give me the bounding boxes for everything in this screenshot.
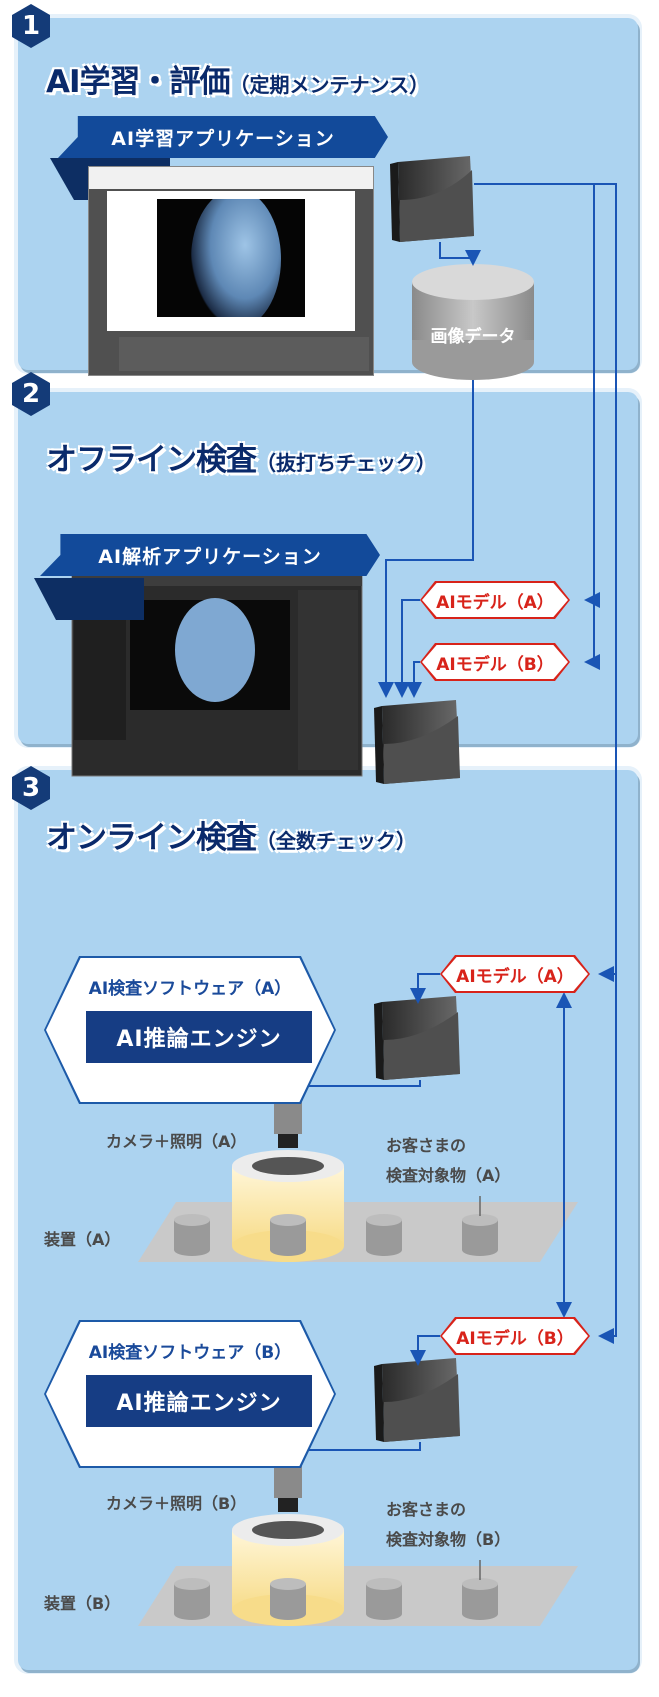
section-2-title: オフライン検査（抜打ちチェック） [46, 434, 436, 479]
browser-bar [89, 167, 373, 189]
learning-app-ribbon: AI学習アプリケーション [58, 116, 388, 158]
inspection-software-b: AI検査ソフトウェア（B） AI推論エンジン [44, 1320, 336, 1468]
camera-a-icon [274, 1100, 302, 1148]
software-a-title: AI検査ソフトウェア（A） [88, 979, 292, 999]
engine-a: AI推論エンジン [86, 1011, 312, 1063]
database-label: 画像データ [430, 327, 516, 347]
section-1-subtitle: （定期メンテナンス） [229, 73, 430, 97]
model-a-label: AIモデル（A） [436, 592, 554, 613]
camera-b-label: カメラ＋照明（B） [106, 1494, 247, 1513]
section-2-title-main: オフライン検査 [46, 442, 257, 478]
device-a-label: 装置（A） [44, 1230, 121, 1249]
target-b-line2: 検査対象物（B） [386, 1530, 511, 1549]
target-a-line2: 検査対象物（A） [386, 1166, 511, 1185]
learning-app-screenshot [88, 166, 374, 376]
engine-b: AI推論エンジン [86, 1375, 312, 1427]
section-2-badge: 2 [12, 372, 50, 416]
model-a-tag-offline: AIモデル（A） [420, 581, 570, 619]
section-2-subtitle: （抜打ちチェック） [256, 451, 436, 475]
model-b-online-label: AIモデル（B） [456, 1328, 574, 1349]
database-icon [412, 264, 534, 380]
section-3-title-main: オンライン検査 [46, 820, 257, 856]
model-b-label: AIモデル（B） [436, 654, 554, 675]
camera-a-label: カメラ＋照明（A） [106, 1132, 247, 1151]
objects-b [174, 1578, 498, 1620]
section-3-title: オンライン検査（全数チェック） [46, 812, 416, 857]
model-b-tag-online: AIモデル（B） [440, 1317, 590, 1355]
section-1-title: AI学習・評価（定期メンテナンス） [46, 56, 429, 101]
objects-a [174, 1214, 498, 1256]
software-b-title: AI検査ソフトウェア（B） [88, 1343, 292, 1363]
section-1-title-main: AI学習・評価 [46, 64, 231, 100]
server-a-icon [374, 996, 460, 1080]
thumb-row [119, 337, 369, 371]
server-2-icon [374, 700, 460, 784]
section-3-subtitle: （全数チェック） [256, 829, 416, 853]
dialog [107, 191, 355, 331]
inspection-software-a: AI検査ソフトウェア（A） AI推論エンジン [44, 956, 336, 1104]
server-b-icon [374, 1358, 460, 1442]
device-b-label: 装置（B） [44, 1594, 121, 1613]
connectors [287, 183, 617, 1580]
model-a-tag-online: AIモデル（A） [440, 955, 590, 993]
target-a-line1: お客さまの [386, 1136, 467, 1155]
server-1-icon [390, 156, 474, 242]
target-b-line1: お客さまの [386, 1500, 467, 1519]
dialog-image [157, 199, 305, 317]
analysis-app-ribbon: AI解析アプリケーション [40, 534, 380, 576]
model-a-online-label: AIモデル（A） [456, 966, 574, 987]
camera-b-icon [274, 1464, 302, 1512]
model-b-tag-offline: AIモデル（B） [420, 643, 570, 681]
